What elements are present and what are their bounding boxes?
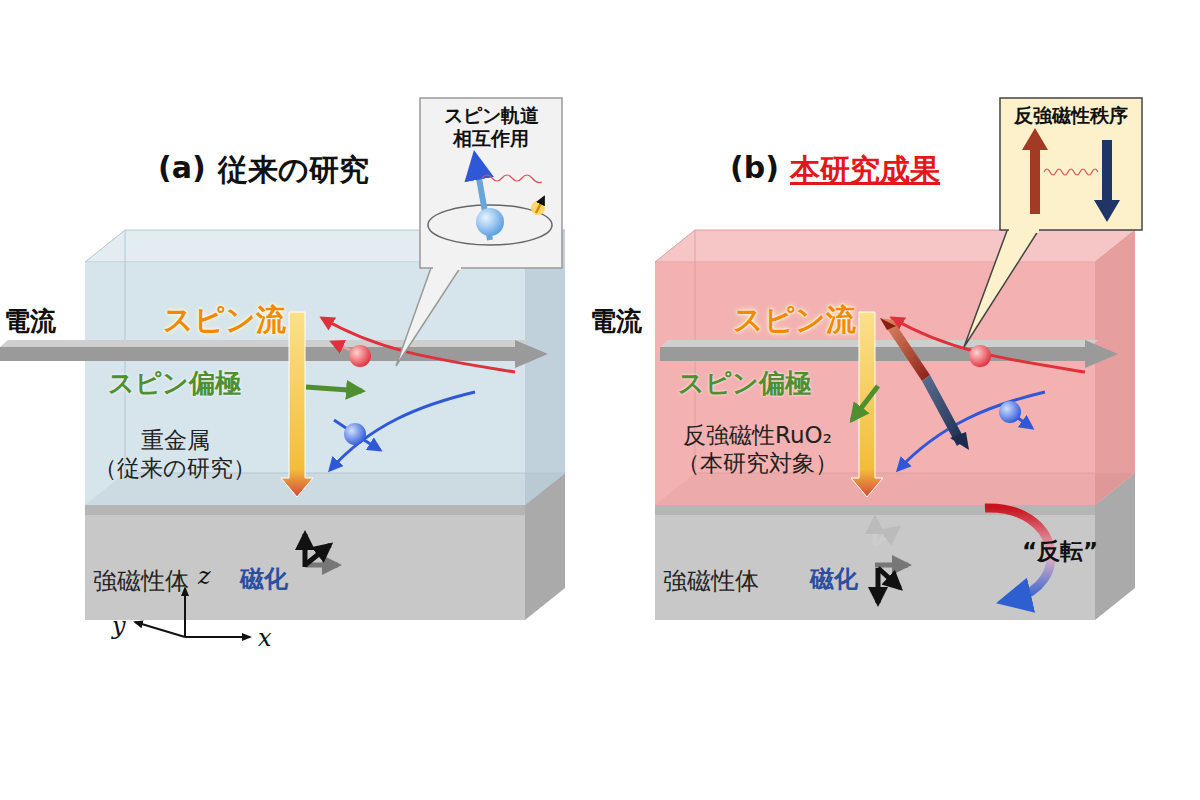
magnetization-label: 磁化	[240, 565, 288, 594]
callout-b	[964, 98, 1142, 347]
callout-a	[396, 98, 562, 366]
panel-letter: (a)	[158, 150, 206, 186]
current-arrow	[660, 340, 1118, 368]
spin-current-label: スピン流	[733, 302, 856, 338]
magnetization-arrows	[305, 534, 338, 567]
spin-polarization-arrow	[852, 386, 878, 420]
spin-polarization-label: スピン偏極	[108, 368, 241, 399]
panel-a-stack	[85, 230, 565, 620]
ferromagnet-layer: 強磁性体 磁化	[85, 505, 525, 620]
spin-current-label: スピン流	[163, 302, 286, 338]
layer-label: 強磁性体	[93, 567, 189, 596]
spin-current-arrow	[281, 312, 313, 497]
axis-label: y	[112, 612, 126, 641]
callout-text: 反強磁性秩序	[1006, 104, 1136, 127]
spin-polarization-arrow	[306, 387, 362, 391]
electrons	[322, 318, 515, 470]
magnetization-label: 磁化	[810, 565, 858, 594]
antiferro-spin-arrow	[880, 318, 969, 450]
axes	[135, 588, 250, 637]
panel-letter: (b)	[730, 150, 779, 186]
magnetization-arrows	[875, 518, 908, 603]
electrons	[892, 318, 1085, 470]
panel-b-stack	[655, 230, 1135, 620]
spin-polarization-label: スピン偏極	[678, 368, 811, 399]
axis-label: z	[198, 562, 211, 591]
layer-label: 重金属 （従来の研究）	[85, 427, 265, 482]
spin-current-arrow	[851, 312, 883, 497]
panel-title: 本研究成果	[790, 152, 940, 188]
callout-text: スピン軌道 相互作用	[432, 104, 550, 150]
panel-title: 従来の研究	[218, 152, 369, 188]
callout-box: 反強磁性秩序	[1000, 98, 1142, 230]
layer-label: 強磁性体	[663, 567, 759, 596]
callout-box: スピン軌道 相互作用	[420, 98, 562, 268]
axis-label: x	[258, 624, 272, 653]
layer-label: 反強磁性RuO₂ （本研究対象）	[655, 422, 860, 477]
current-label: 電流	[4, 306, 56, 337]
reversal-label: “反転”	[1022, 538, 1098, 566]
current-label: 電流	[590, 306, 642, 337]
